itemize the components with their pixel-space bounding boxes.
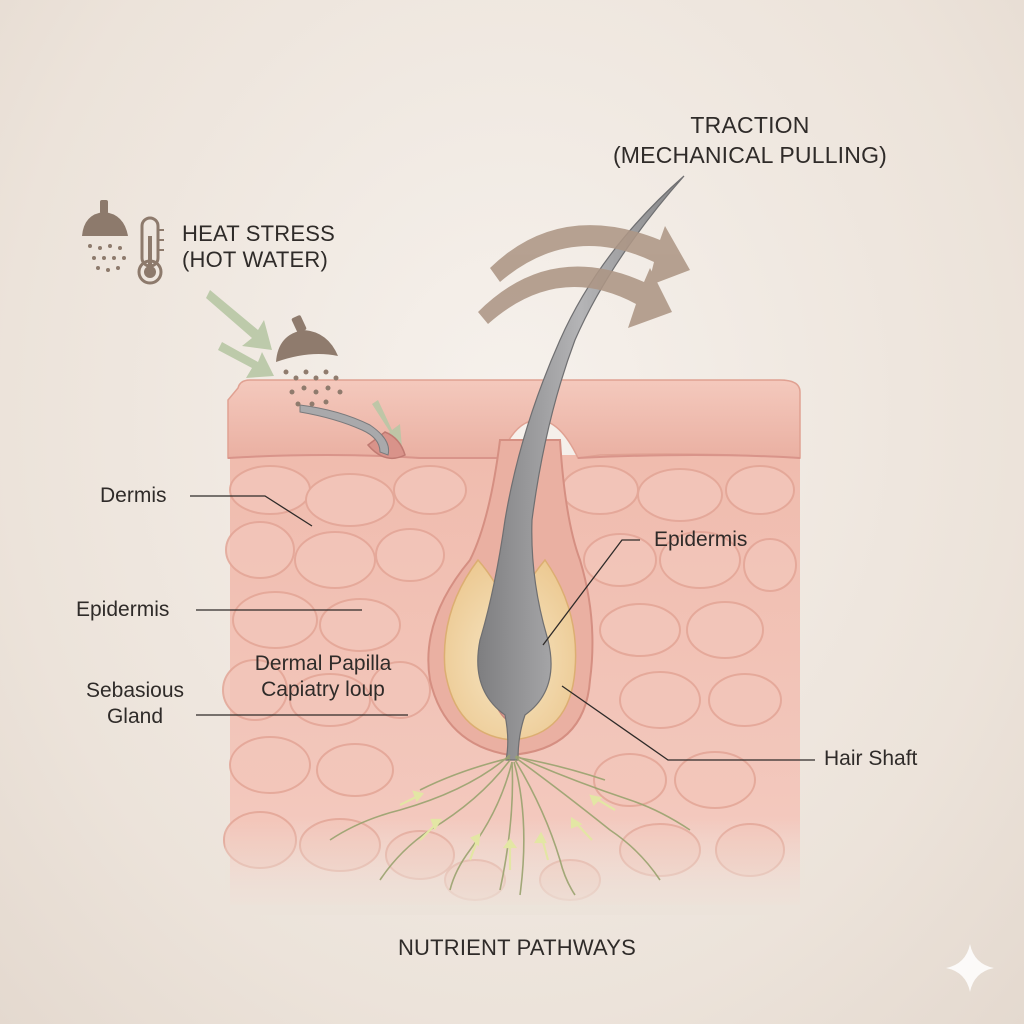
skin-block: [222, 379, 805, 915]
hair-shaft: [477, 175, 685, 761]
shower-head-icon: [276, 315, 343, 407]
traction-line2: (MECHANICAL PULLING): [612, 142, 888, 168]
leader-hair-shaft: [561, 685, 815, 761]
traction-label: TRACTION (MECHANICAL PULLING): [590, 110, 910, 170]
cell-pattern: [222, 465, 797, 901]
leader-epidermis-right: [542, 539, 640, 646]
leader-lines: [190, 495, 815, 761]
sebaceous-gland-label: Sebasious Gland: [80, 678, 190, 730]
traction-arrows: [478, 225, 690, 328]
sebaceous-line1: Sebasious: [85, 679, 185, 702]
traction-line1: TRACTION: [690, 112, 810, 138]
dermis-label: Dermis: [100, 484, 167, 507]
nutrient-pathways-label: NUTRIENT PATHWAYS: [397, 935, 637, 960]
leader-dermis: [190, 495, 313, 527]
hair-shaft-label: Hair Shaft: [824, 747, 918, 770]
dermal-papilla-line2: Capiatry loup: [261, 678, 385, 701]
bottom-fade: [225, 820, 805, 915]
sebaceous-line2: Gland: [106, 705, 164, 728]
heat-stress-line1: HEAT STRESS: [182, 221, 335, 246]
dermal-papilla-line1: Dermal Papilla: [254, 652, 392, 675]
sparkle-icon: [946, 944, 994, 992]
heat-stress-line2: (HOT WATER): [182, 247, 328, 272]
thermometer-icon: [137, 216, 164, 285]
heat-stress-label: HEAT STRESS (HOT WATER): [182, 221, 335, 273]
nutrient-arrows: [399, 790, 616, 870]
heat-arrows: [206, 290, 402, 448]
hair-follicle: [427, 175, 685, 761]
epidermis-right-label: Epidermis: [654, 528, 748, 551]
surface-pore: [299, 404, 406, 460]
shower-head-small-icon: [82, 200, 128, 272]
dermal-papilla-label: Dermal Papilla Capiatry loup: [228, 651, 418, 703]
epidermis-left-label: Epidermis: [76, 598, 170, 621]
